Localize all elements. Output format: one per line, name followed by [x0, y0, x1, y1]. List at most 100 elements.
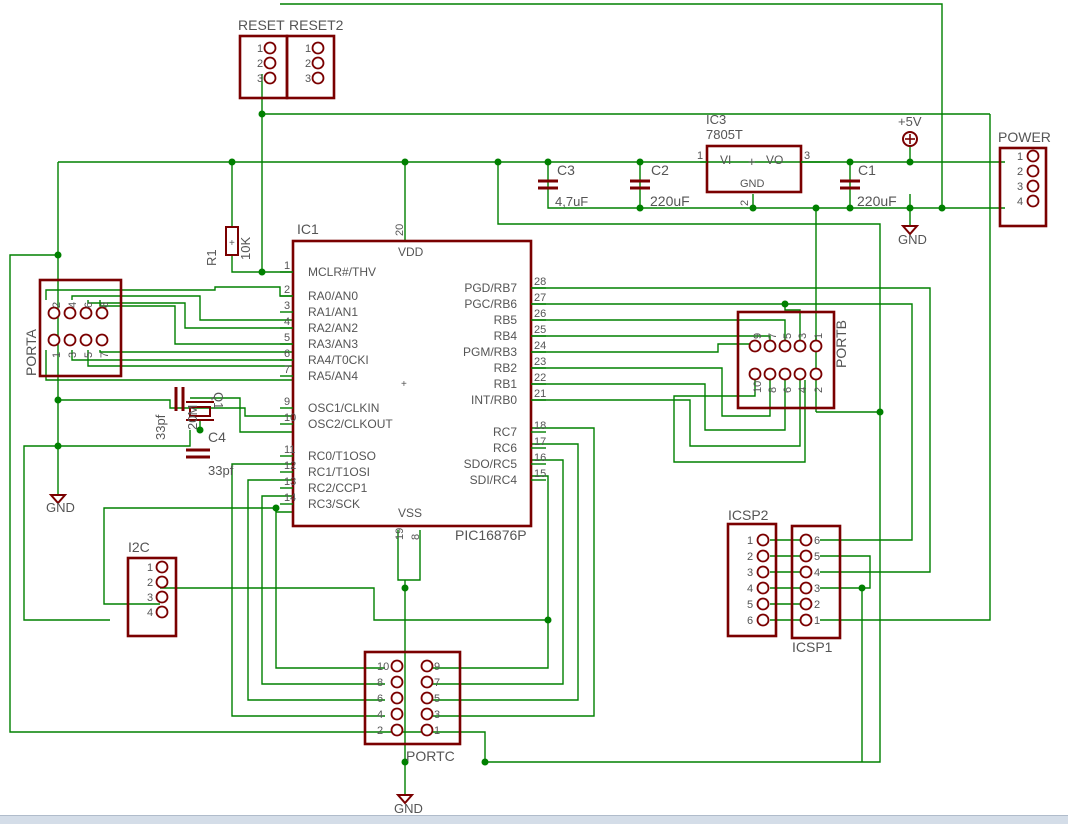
gnd-symbol-left: GND: [46, 494, 75, 515]
i2c-pad: [155, 605, 169, 619]
power-pad: [1026, 179, 1040, 193]
c5-capacitor[interactable]: [174, 387, 185, 411]
power-pad: [1026, 194, 1040, 208]
reset2-pin-number: 2: [305, 58, 311, 70]
porta-pad: [63, 333, 77, 347]
ic1-left-pin-label: RA0/AN0: [308, 289, 358, 303]
portc-pin-number: 5: [434, 693, 440, 705]
c3-name: C3: [557, 162, 575, 178]
wire-net: [9, 3, 1005, 795]
ic3-gnd: GND: [740, 178, 765, 190]
icsp1-pin-number: 3: [814, 583, 820, 595]
c1-name: C1: [858, 162, 876, 178]
portb-pad: [809, 367, 823, 381]
reset2-pin-number: 1: [305, 43, 311, 55]
portb-pad: [778, 339, 792, 353]
ic1-right-pin-number: 25: [534, 324, 546, 336]
portb-pad: [793, 367, 807, 381]
porta-pad: [47, 333, 61, 347]
c4-capacitor[interactable]: [186, 448, 210, 459]
porta-pin-number: 3: [67, 352, 79, 358]
c1-capacitor[interactable]: [840, 179, 860, 190]
portb-pin-number: 10: [752, 381, 764, 393]
ic1-right-pin-label: PGD/RB7: [464, 281, 517, 295]
ic1-name: IC1: [297, 221, 319, 237]
porta-pad: [79, 306, 93, 320]
ic1-left-pin-label: RA2/AN2: [308, 321, 358, 335]
ic1-origin-mark: +: [401, 379, 407, 390]
porta-pad: [47, 306, 61, 320]
portc-pin-number: 8: [377, 677, 383, 689]
junctions: [54, 110, 946, 766]
c1-value: 220uF: [857, 193, 897, 209]
reset1-pin-number: 3: [257, 73, 263, 85]
porta-pad: [95, 333, 109, 347]
c2-capacitor[interactable]: [630, 179, 650, 190]
q1-crystal[interactable]: Q1 20M: [185, 392, 226, 430]
ic1-right-pin-number: 22: [534, 372, 546, 384]
icsp2-pad: [756, 533, 770, 547]
ic1-right-pin-number: 16: [534, 452, 546, 464]
i2c-pad: [155, 560, 169, 574]
portc-pad: [420, 723, 434, 737]
portc-pad: [390, 723, 404, 737]
portc-pad: [390, 675, 404, 689]
icsp2-pad: [756, 549, 770, 563]
portb-pad: [748, 339, 762, 353]
portc-pin-number: 6: [377, 693, 383, 705]
c3-capacitor[interactable]: [538, 179, 558, 190]
icsp2-pin-number: 1: [747, 535, 753, 547]
ic1-vss-pin2: 8: [410, 534, 422, 540]
ic1-vss-label: VSS: [398, 506, 422, 520]
portc-pin-number: 1: [434, 725, 440, 737]
portb-pad: [809, 339, 823, 353]
icsp2-pad: [756, 613, 770, 627]
portc-pad: [420, 691, 434, 705]
portb-pad: [763, 339, 777, 353]
portb-pin-number: 5: [782, 333, 794, 339]
ic1-left-pin-number: 3: [284, 300, 290, 312]
ic1-left-pin-label: RC2/CCP1: [308, 481, 368, 495]
c3-value: 4,7uF: [555, 194, 588, 209]
ic1-left-pin-label: RA5/AN4: [308, 369, 358, 383]
ic3-vo: VO: [766, 153, 783, 167]
gnd-label-regulator: GND: [898, 232, 927, 247]
portb-pad: [778, 367, 792, 381]
ic1-right-pin-number: 18: [534, 420, 546, 432]
portb-pin-number: 8: [767, 387, 779, 393]
ic1-right-pin-label: RC6: [493, 441, 517, 455]
ic1-left-pin-number: 1: [284, 260, 290, 272]
ic1-left-pin-label: RC0/T1OSO: [308, 449, 376, 463]
portb-pin-number: 7: [767, 333, 779, 339]
porta-pad: [95, 306, 109, 320]
icsp1-pin-number: 6: [814, 535, 820, 547]
icsp1-pin-number: 1: [814, 615, 820, 627]
ic3-regulator[interactable]: IC3 7805T VI VO GND + 1 3 2: [697, 112, 830, 206]
portc-pad: [390, 691, 404, 705]
ic1-right-pin-label: PGC/RB6: [464, 297, 517, 311]
c5-value: 33pf: [153, 414, 168, 440]
power-pad: [1026, 164, 1040, 178]
gnd-symbol-regulator: GND: [898, 225, 927, 247]
power-pin-number: 2: [1017, 166, 1023, 178]
ic1-right-pin-label: INT/RB0: [471, 393, 517, 407]
ic1-right-pin-number: 23: [534, 356, 546, 368]
ic1-right-pin-label: RB2: [494, 361, 518, 375]
portb-pad: [763, 367, 777, 381]
porta-pad: [79, 333, 93, 347]
ic3-name: IC3: [706, 112, 726, 127]
r1-resistor[interactable]: + R1 10K: [204, 226, 253, 266]
vcc-label: +5V: [898, 114, 922, 129]
icsp1-name: ICSP1: [792, 639, 833, 655]
